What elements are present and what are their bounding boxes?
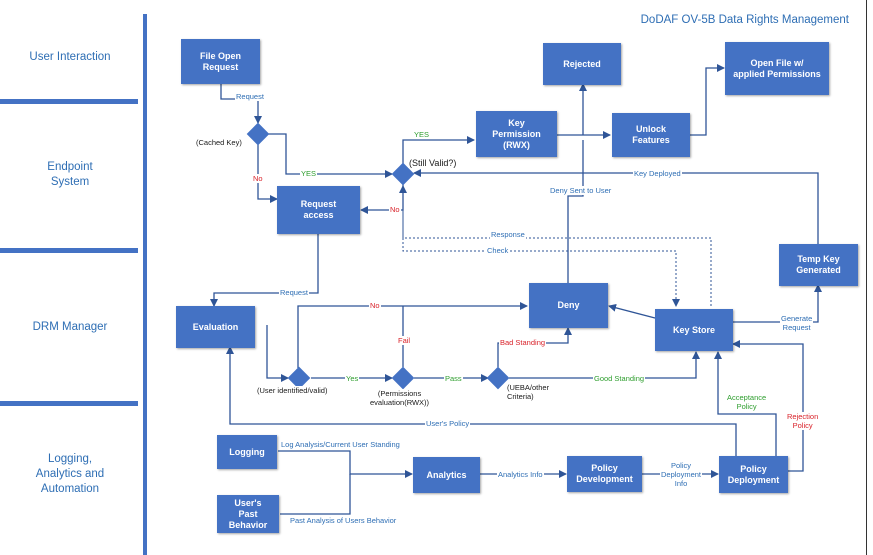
generate-request-label: Generate Request bbox=[780, 314, 814, 332]
edge-log-analysis bbox=[278, 450, 413, 478]
request-drm-label: Request bbox=[279, 288, 309, 297]
user-identified-label: (User identified/valid) bbox=[256, 386, 329, 395]
eval-no-label: No bbox=[369, 301, 381, 310]
edge-unlock-open bbox=[689, 64, 725, 136]
edge-request bbox=[220, 84, 262, 124]
deny-sent-label: Deny Sent to User bbox=[549, 186, 613, 195]
temp-key-generated-box: Temp Key Generated bbox=[779, 244, 858, 286]
edge-valid-yes bbox=[402, 136, 475, 164]
fail-label: Fail bbox=[397, 336, 412, 345]
past-analysis-label: Past Analysis of Users Behavior bbox=[289, 516, 398, 525]
log-analysis-label: Log Analysis/Current User Standing bbox=[280, 440, 401, 449]
edge-keystore-deny bbox=[608, 303, 656, 319]
unlock-features-box: Unlock Features bbox=[612, 113, 690, 157]
edge-ueba-good bbox=[509, 351, 700, 379]
edge-acceptance bbox=[714, 351, 777, 461]
edge-cached-yes bbox=[268, 133, 393, 178]
edge-past-analysis bbox=[280, 474, 351, 515]
analytics-box: Analytics bbox=[413, 457, 480, 493]
edge-ueba-bad bbox=[497, 327, 572, 367]
edge-check bbox=[402, 186, 680, 307]
edge-generate-request bbox=[733, 284, 822, 323]
edge-rejection bbox=[732, 340, 804, 472]
edge-deny-up bbox=[567, 140, 584, 283]
diagram-title: DoDAF OV-5B Data Rights Management bbox=[640, 14, 849, 26]
check-label: Check bbox=[486, 246, 510, 255]
lane-user-interaction: User Interaction bbox=[29, 51, 111, 63]
analytics-info-label: Analytics Info bbox=[497, 470, 544, 479]
edge-eval-user bbox=[266, 325, 289, 382]
deny-box: Deny bbox=[529, 283, 608, 328]
key-store-box: Key Store bbox=[655, 309, 733, 351]
lane-separator-2 bbox=[0, 248, 138, 253]
bad-standing-label: Bad Standing bbox=[499, 338, 547, 347]
policy-deployment-box: Policy Deployment bbox=[719, 456, 788, 493]
response-label: Response bbox=[490, 230, 526, 239]
edge-cached-no bbox=[257, 143, 278, 203]
policy-deployment-info-label: Policy Deployment Info bbox=[660, 461, 703, 488]
evaluation-box: Evaluation bbox=[176, 306, 255, 348]
pass-label: Pass bbox=[444, 374, 463, 383]
valid-no-label: No bbox=[389, 205, 401, 214]
eval-yes-label: Yes bbox=[345, 374, 360, 383]
request-access-box: Request access bbox=[277, 186, 360, 234]
cached-key-label: (Cached Key) bbox=[195, 138, 243, 147]
edge-request-eval bbox=[210, 234, 319, 307]
acceptance-policy-label: Acceptance Policy bbox=[726, 393, 768, 411]
lane-vertical-divider bbox=[143, 14, 147, 555]
good-standing-label: Good Standing bbox=[593, 374, 646, 383]
users-policy-label: User's Policy bbox=[425, 419, 471, 428]
right-border bbox=[866, 0, 867, 555]
key-deployed-label: Key Deployed bbox=[633, 169, 682, 178]
lane-separator-1 bbox=[0, 99, 138, 104]
still-valid-label: (Still Valid?) bbox=[408, 158, 458, 168]
edge-user-no bbox=[297, 302, 528, 368]
users-past-behavior-box: User's Past Behavior bbox=[217, 495, 279, 533]
policy-development-box: Policy Development bbox=[567, 456, 642, 492]
edge-users-policy bbox=[226, 346, 737, 461]
lane-endpoint-system: Endpoint System bbox=[47, 161, 93, 188]
cached-no-label: No bbox=[252, 174, 264, 183]
logging-box: Logging bbox=[217, 435, 277, 469]
lane-logging-analytics: Logging, Analytics and Automation bbox=[35, 453, 105, 495]
key-permission-box: Key Permission (RWX) bbox=[476, 111, 557, 157]
valid-yes-label: YES bbox=[413, 130, 431, 139]
open-file-box: Open File w/ applied Permissions bbox=[725, 42, 829, 95]
rejected-box: Rejected bbox=[543, 43, 621, 85]
file-open-request-box: File Open Request bbox=[181, 39, 260, 84]
request-edge-label: Request bbox=[235, 92, 265, 101]
rejection-policy-label: Rejection Policy bbox=[786, 412, 820, 430]
cached-yes-label: YES bbox=[300, 169, 318, 178]
ueba-label: (UEBA/other Criteria) bbox=[506, 383, 551, 401]
permissions-eval-label: (Permissions evaluation(RWX)) bbox=[369, 389, 431, 407]
lane-drm-manager: DRM Manager bbox=[32, 321, 108, 333]
edge-key-deployed bbox=[413, 169, 819, 246]
lane-separator-3 bbox=[0, 401, 138, 406]
